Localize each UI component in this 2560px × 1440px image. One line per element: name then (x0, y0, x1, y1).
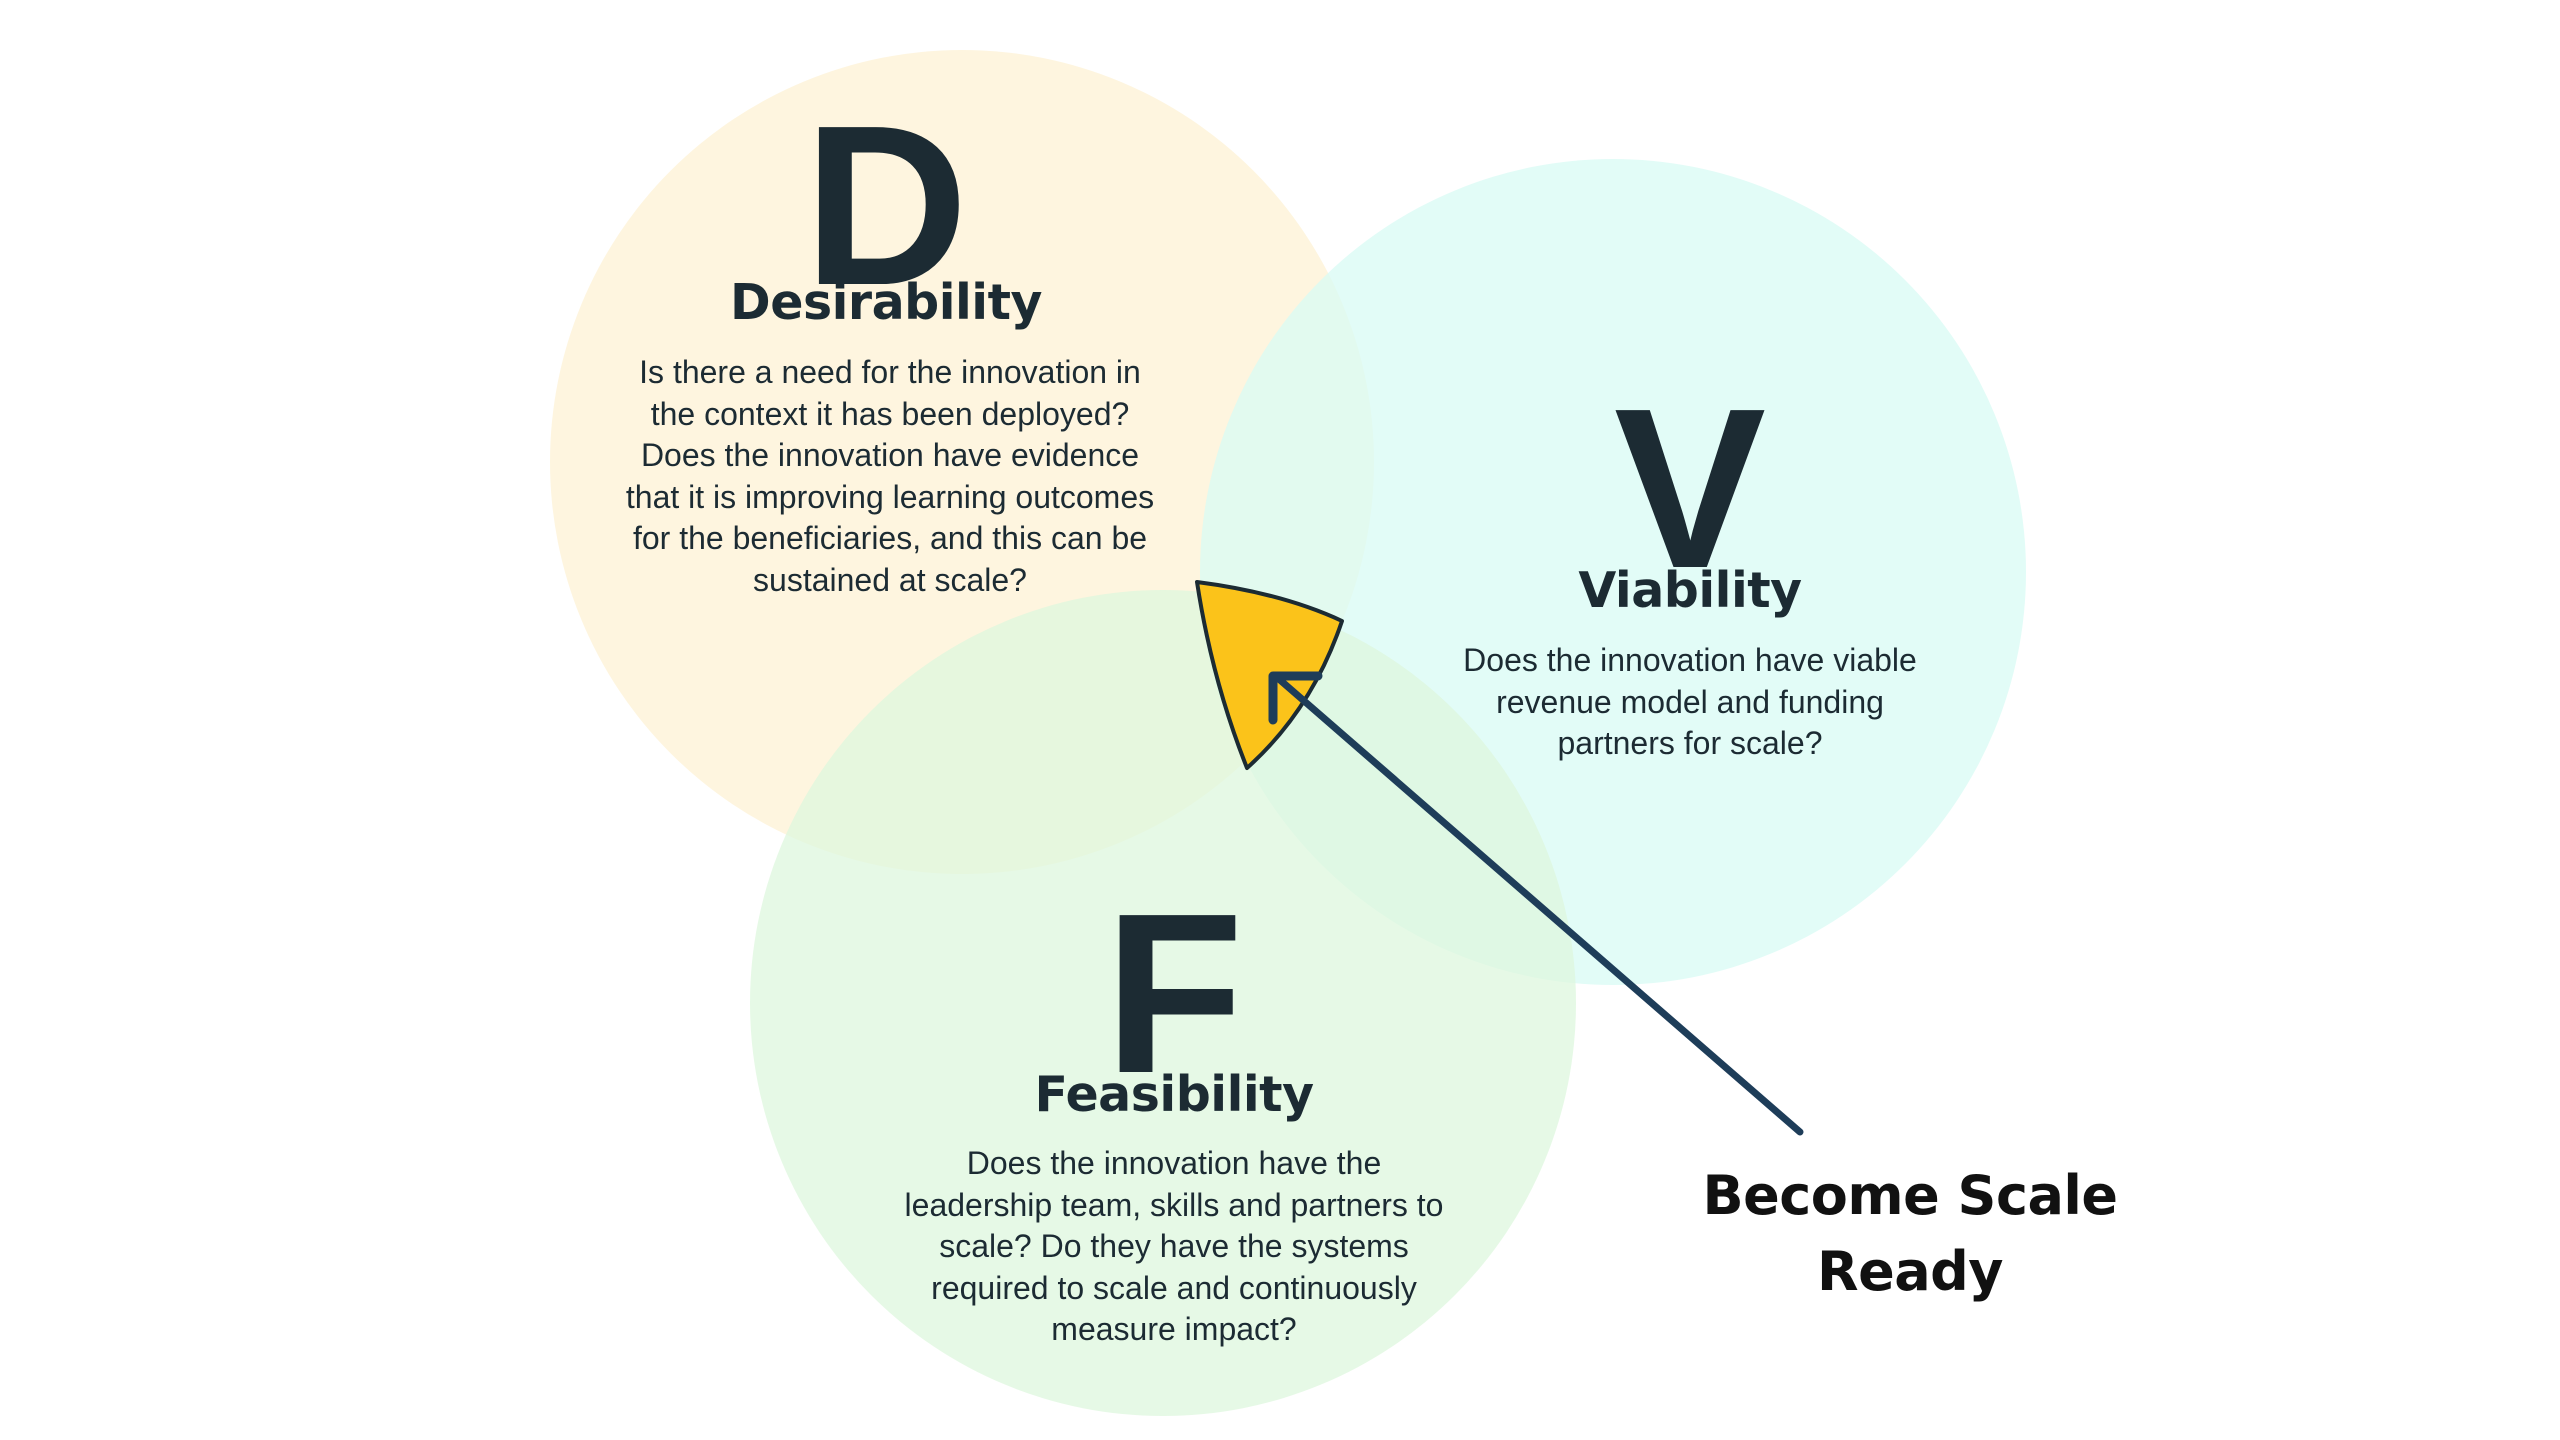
feasibility-line: scale? Do they have the systems (939, 1228, 1409, 1264)
desirability-letter: D (803, 79, 969, 333)
desirability-description: Is there a need for the innovation in th… (590, 352, 1190, 601)
desirability-line: Is there a need for the innovation in (639, 354, 1141, 390)
scale-ready-arrow (1276, 676, 1804, 1136)
callout-line: Become Scale (1702, 1164, 2118, 1227)
scale-ready-callout: Become Scale Ready (1650, 1158, 2170, 1310)
viability-description: Does the innovation have viable revenue … (1390, 640, 1990, 765)
viability-line: Does the innovation have viable (1463, 642, 1917, 678)
feasibility-letter: F (1104, 867, 1244, 1121)
feasibility-title: Feasibility (1034, 1066, 1314, 1123)
desirability-line: sustained at scale? (753, 561, 1027, 598)
viability-letter: V (1613, 362, 1767, 616)
feasibility-line: required to scale and continuously (931, 1269, 1417, 1306)
feasibility-line: Does the innovation have the (966, 1145, 1382, 1181)
desirability-line: that it is improving learning outcomes (625, 478, 1155, 515)
desirability-line: for the beneficiaries, and this can be (632, 520, 1148, 556)
viability-line: revenue model and funding (1496, 683, 1884, 720)
feasibility-line: leadership team, skills and partners to (904, 1186, 1444, 1223)
callout-line: Ready (1817, 1240, 2004, 1303)
feasibility-circle (750, 590, 1576, 1416)
desirability-line: Does the innovation have evidence (640, 437, 1140, 473)
desirability-title: Desirability (730, 274, 1042, 331)
desirability-line: the context it has been deployed? (650, 395, 1130, 432)
scale-ready-arrowhead (1268, 671, 1323, 725)
viability-title: Viability (1578, 562, 1802, 619)
feasibility-description: Does the innovation have the leadership … (874, 1143, 1474, 1351)
feasibility-line: measure impact? (1051, 1311, 1297, 1347)
viability-line: partners for scale? (1557, 725, 1823, 761)
